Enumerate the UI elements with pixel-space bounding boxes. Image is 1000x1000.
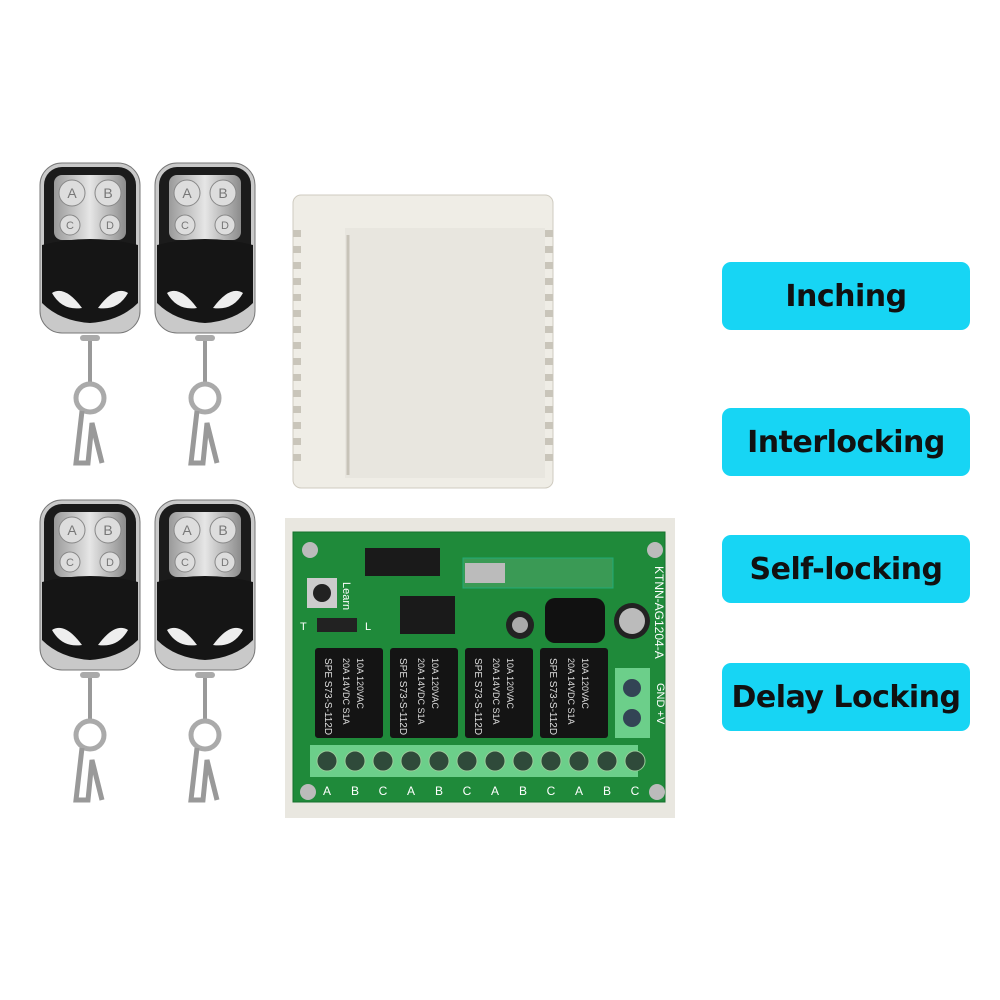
- terminal-label: C: [547, 784, 556, 798]
- remote-2: [155, 163, 255, 463]
- relay-label: SPE S73-S-112D: [397, 658, 408, 735]
- relay-rating: 10A 120VAC: [430, 658, 440, 709]
- vent-slot: [293, 278, 301, 285]
- receiver-case: [292, 194, 554, 489]
- vent-slot: [293, 406, 301, 413]
- receiver-board: Learn T L KTNN-AG1204-A SPE S73-S-112D 20…: [285, 518, 675, 818]
- mode-label-interlocking: Interlocking: [722, 408, 970, 476]
- terminal-screw: [596, 750, 618, 772]
- relay-rating: 10A 120VAC: [580, 658, 590, 709]
- relay: SPE S73-S-112D 20A 14VDC S1A 10A 120VAC: [390, 648, 458, 738]
- terminal-label: C: [463, 784, 472, 798]
- vent-slot: [545, 390, 553, 397]
- power-gnd-label: GND: [654, 683, 666, 708]
- vent-slot: [293, 326, 301, 333]
- relay-rating: 10A 120VAC: [355, 658, 365, 709]
- relay-rating: 10A 120VAC: [505, 658, 515, 709]
- terminal-label: B: [603, 784, 611, 798]
- mode-label-self-locking: Self-locking: [722, 535, 970, 603]
- relay: SPE S73-S-112D 20A 14VDC S1A 10A 120VAC: [465, 648, 533, 738]
- vent-slot: [545, 406, 553, 413]
- terminal-screw: [428, 750, 450, 772]
- jumper-label-t: T: [300, 621, 307, 633]
- learn-label: Learn: [340, 582, 352, 610]
- relay-rating: 20A 14VDC S1A: [416, 658, 426, 725]
- terminal-label: B: [519, 784, 527, 798]
- vent-slot: [545, 438, 553, 445]
- vent-slot: [293, 390, 301, 397]
- terminal-label: C: [631, 784, 640, 798]
- terminal-label: A: [575, 784, 583, 798]
- terminal-screw: [372, 750, 394, 772]
- terminal-label: A: [323, 784, 331, 798]
- vent-slot: [545, 278, 553, 285]
- svg-text:GND +V: GND +V: [654, 683, 666, 725]
- vent-slot: [545, 422, 553, 429]
- mode-label-inching: Inching: [722, 262, 970, 330]
- relay-label: SPE S73-S-112D: [322, 658, 333, 735]
- terminal-label: A: [491, 784, 499, 798]
- relay: SPE S73-S-112D 20A 14VDC S1A 10A 120VAC: [315, 648, 383, 738]
- vent-slot: [545, 358, 553, 365]
- vent-slot: [545, 374, 553, 381]
- terminal-label: C: [379, 784, 388, 798]
- vent-slot: [545, 342, 553, 349]
- relay: SPE S73-S-112D 20A 14VDC S1A 10A 120VAC: [540, 648, 608, 738]
- terminal-screw: [624, 750, 646, 772]
- vent-slot: [545, 230, 553, 237]
- vent-slot: [545, 454, 553, 461]
- power-vplus-label: +V: [654, 711, 666, 725]
- vent-slot: [545, 310, 553, 317]
- vent-slot: [293, 438, 301, 445]
- vent-slot: [293, 246, 301, 253]
- terminal-label: B: [351, 784, 359, 798]
- remote-1: [40, 163, 140, 463]
- mode-label-delay-locking: Delay Locking: [722, 663, 970, 731]
- relay-rating: 20A 14VDC S1A: [566, 658, 576, 725]
- terminal-screw: [316, 750, 338, 772]
- remote-4: [155, 500, 255, 800]
- vent-slot: [293, 342, 301, 349]
- vent-slot: [545, 294, 553, 301]
- terminal-screw: [484, 750, 506, 772]
- terminal-screw: [540, 750, 562, 772]
- terminal-screw: [456, 750, 478, 772]
- terminal-screw: [568, 750, 590, 772]
- vent-slot: [293, 262, 301, 269]
- terminal-label: A: [407, 784, 415, 798]
- vent-slot: [545, 246, 553, 253]
- remote-3: [40, 500, 140, 800]
- vent-slot: [293, 294, 301, 301]
- remotes-group: A B C D: [0, 0, 280, 1000]
- vent-slot: [545, 262, 553, 269]
- relay-rating: 20A 14VDC S1A: [491, 658, 501, 725]
- vent-slot: [293, 374, 301, 381]
- board-model-label: KTNN-AG1204-A: [652, 566, 666, 659]
- terminal-screw: [512, 750, 534, 772]
- terminal-screw: [400, 750, 422, 772]
- vent-slot: [545, 326, 553, 333]
- vent-slot: [293, 358, 301, 365]
- jumper-label-l: L: [365, 621, 371, 633]
- vent-slot: [293, 422, 301, 429]
- relay-label: SPE S73-S-112D: [472, 658, 483, 735]
- terminal-label: B: [435, 784, 443, 798]
- terminal-screw: [344, 750, 366, 772]
- vent-slot: [293, 454, 301, 461]
- vent-slot: [293, 230, 301, 237]
- relay-rating: 20A 14VDC S1A: [341, 658, 351, 725]
- relay-label: SPE S73-S-112D: [547, 658, 558, 735]
- vent-slot: [293, 310, 301, 317]
